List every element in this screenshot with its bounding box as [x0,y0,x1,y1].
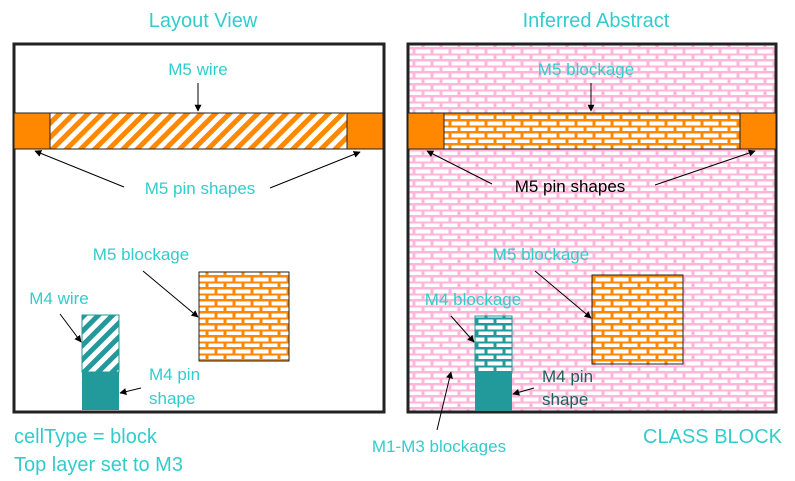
m4-pin-label-abstract-line1: M4 pin [542,367,593,386]
m5-pin-arrow-right-abstract [654,149,756,186]
m5-blockage-bar [442,112,741,150]
m5-pin-shapes-label-abstract: M5 pin shapes [515,177,626,196]
m5-blockage-shape [198,271,290,362]
m5-blockage-top-label: M5 blockage [538,60,634,79]
m5-pin-right-abstract [739,112,777,150]
m4-pin-label-line1: M4 pin [149,365,200,384]
layout-view-title: Layout View [149,10,258,32]
m4-blockage-label: M4 blockage [425,290,521,309]
m4-pin-shape-abstract [475,373,512,411]
m4-pin-arrow [119,387,142,395]
inferred-abstract-title: Inferred Abstract [523,10,670,32]
m5-blockage-arrow [142,270,199,318]
m4-wire-label: M4 wire [29,289,89,308]
m5-pin-arrow-right [269,151,361,189]
m4-wire-shape [81,314,120,373]
m4-pin-arrow-abstract [512,387,535,396]
celltype-caption: cellType = block [14,426,158,448]
m5-blockage-shape-abstract [591,274,684,365]
m5-wire-label: M5 wire [168,60,228,79]
m5-pin-arrow-left-abstract [426,150,493,185]
m5-pin-left [13,112,51,150]
m5-blockage-label-abstract: M5 blockage [493,245,589,264]
m4-blockage-shape [474,315,513,374]
m4-pin-shape [82,372,119,410]
m1-m3-blockages-arrow [436,371,453,431]
m5-wire-shape [49,112,348,150]
m4-pin-label-line2: shape [149,389,195,408]
m5-blockage-arrow-abstract [534,270,592,319]
m4-blockage-arrow [450,315,475,343]
m1-m3-blockages-label: M1-M3 blockages [372,437,506,456]
m4-pin-label-abstract-line2: shape [542,390,588,409]
inferred-abstract-frame [406,42,778,414]
m5-pin-left-abstract [407,112,445,150]
m5-blockage-label: M5 blockage [93,245,189,264]
m5-pin-arrow-left [34,150,125,188]
inferred-abstract-panel: Inferred Abstract M5 blockage M5 pin sha… [372,10,783,456]
m4-wire-arrow [59,313,82,343]
top-layer-caption: Top layer set to M3 [14,454,183,476]
m5-pin-right [346,112,384,150]
m5-pin-shapes-label: M5 pin shapes [145,179,256,198]
layout-view-panel: Layout View M5 wire M5 pin shapes M5 blo… [12,10,386,476]
class-block-caption: CLASS BLOCK [643,426,783,448]
